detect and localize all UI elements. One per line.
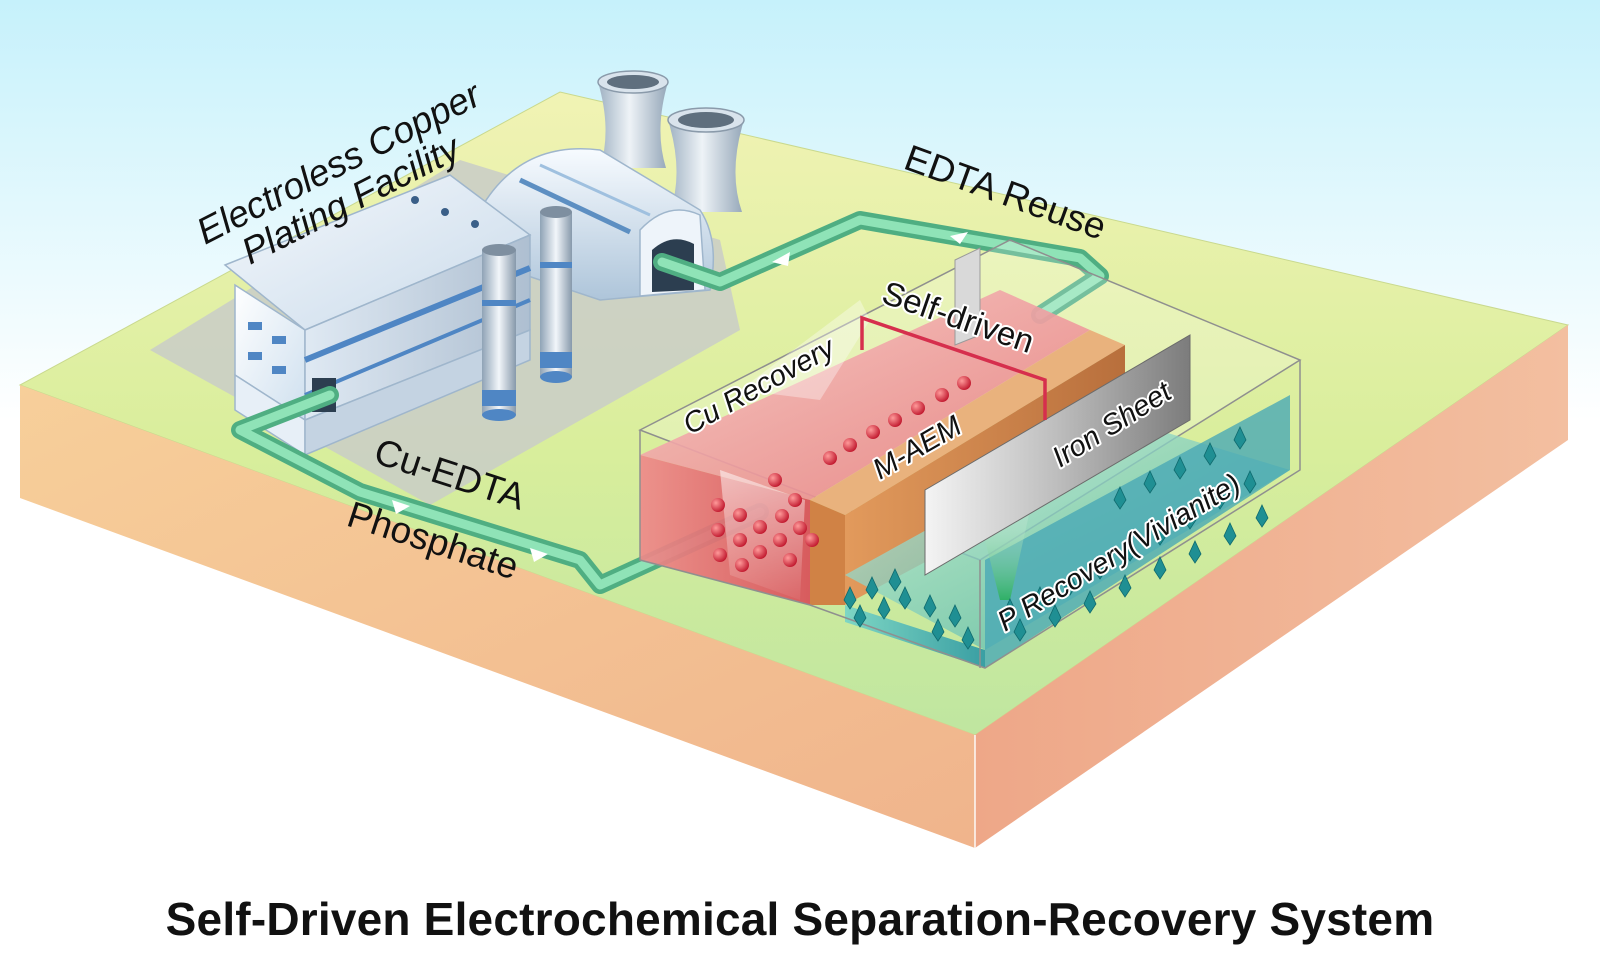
cu-edta-particle <box>773 533 787 547</box>
cu-edta-particle <box>843 438 857 452</box>
vivianite-crystal <box>931 618 945 642</box>
self-driven-circuit-wire <box>860 315 1047 420</box>
vivianite-crystal <box>1173 456 1187 480</box>
vivianite-crystal <box>1113 486 1127 510</box>
diagram-caption: Self-Driven Electrochemical Separation-R… <box>165 893 1435 945</box>
vivianite-crystal <box>923 594 937 618</box>
vivianite-crystal <box>1188 540 1202 564</box>
vivianite-crystal <box>1123 538 1137 562</box>
cu-edta-particle <box>711 523 725 537</box>
cu-edta-particle <box>793 521 807 535</box>
copper-collector-plate <box>954 247 981 346</box>
cu-edta-particles <box>711 376 971 572</box>
vivianite-crystal <box>1153 522 1167 546</box>
cu-edta-particle <box>911 401 925 415</box>
vivianite-crystal <box>948 604 962 628</box>
cu-edta-particle <box>888 413 902 427</box>
vivianite-crystal <box>1093 556 1107 580</box>
cu-edta-particle <box>935 388 949 402</box>
vivianite-crystal <box>853 604 867 628</box>
cu-edta-particle <box>775 509 789 523</box>
vivianite-crystal <box>1153 556 1167 580</box>
inlet-pipe <box>231 386 769 594</box>
vivianite-crystal <box>1083 590 1097 614</box>
cu-edta-particle <box>753 545 767 559</box>
edta-reuse-pipe <box>653 211 1109 324</box>
cu-edta-particle <box>957 376 971 390</box>
vivianite-crystal <box>1033 586 1047 610</box>
vivianite-crystal <box>1203 442 1217 466</box>
cu-edta-particle <box>823 451 837 465</box>
cu-edta-particle <box>788 493 802 507</box>
vivianite-crystal <box>877 596 891 620</box>
cu-edta-particle <box>753 520 767 534</box>
vivianite-crystal <box>1063 572 1077 596</box>
vivianite-crystal <box>865 576 879 600</box>
vivianite-crystal <box>1013 618 1027 642</box>
cu-edta-particle <box>711 498 725 512</box>
vivianite-crystal <box>1255 504 1269 528</box>
vivianite-crystal <box>898 586 912 610</box>
cu-edta-particle <box>805 533 819 547</box>
cu-edta-particle <box>735 558 749 572</box>
cu-edta-particle <box>733 508 747 522</box>
cu-edta-particle <box>713 548 727 562</box>
vivianite-crystal <box>1243 470 1257 494</box>
cu-edta-particle <box>866 425 880 439</box>
vivianite-crystal <box>961 626 975 650</box>
vivianite-crystal <box>1233 426 1247 450</box>
vivianite-crystals <box>843 426 1269 650</box>
vivianite-crystal <box>1223 522 1237 546</box>
vivianite-crystal <box>1118 574 1132 598</box>
vivianite-crystal <box>1183 506 1197 530</box>
vivianite-crystal <box>1143 470 1157 494</box>
cu-edta-particle <box>768 473 782 487</box>
iron-sheet <box>924 334 1191 576</box>
chimney-left <box>482 244 516 421</box>
cooling-tower-right <box>667 107 745 212</box>
vivianite-crystal <box>843 586 857 610</box>
vivianite-crystal <box>1003 598 1017 622</box>
cu-edta-particle <box>733 533 747 547</box>
chimney-right <box>540 206 572 383</box>
vivianite-crystal <box>888 568 902 592</box>
cooling-tower-left <box>597 70 669 168</box>
cu-edta-particle <box>783 553 797 567</box>
vivianite-crystal <box>1048 604 1062 628</box>
vivianite-crystal <box>1213 486 1227 510</box>
